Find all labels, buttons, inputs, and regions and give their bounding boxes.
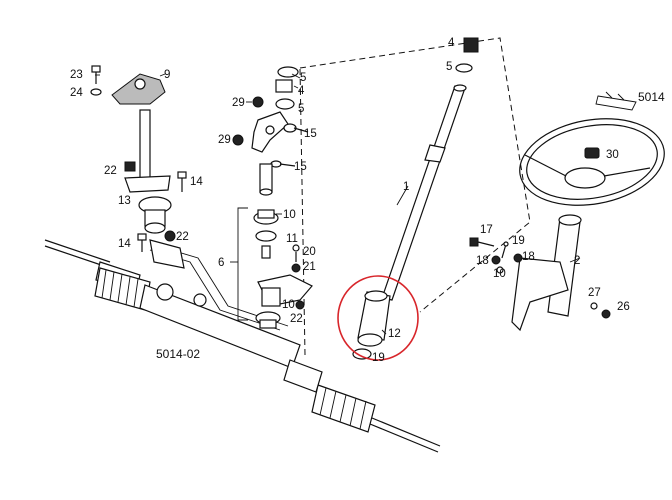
steering-rack	[44, 239, 441, 453]
callout-23-box: 22	[104, 165, 117, 177]
callout-18-right: 18	[522, 251, 535, 263]
part-29-nut-upper	[252, 96, 264, 108]
part-14-bolt-upper	[283, 123, 309, 133]
part-13-column-bushing	[357, 290, 391, 347]
callout-21: 20	[303, 246, 316, 258]
part-29-nut-lower	[232, 134, 244, 146]
callout-11: 9	[164, 69, 170, 81]
part-10-washer	[292, 244, 300, 252]
callout-10: 11	[286, 233, 298, 245]
part-shaft-sleeve	[259, 163, 273, 196]
callout-4-top: 5	[300, 72, 306, 84]
group-code-5014-02: 5014-02	[156, 347, 200, 361]
callout-25: 24	[70, 87, 83, 99]
part-6-bracket	[257, 274, 313, 307]
callout-29-upper: 29	[232, 97, 245, 109]
part-1-steering-column	[381, 84, 467, 301]
callout-13: 12	[388, 328, 401, 340]
group-5014-reference-icon	[595, 91, 637, 111]
callout-15: 13	[118, 195, 131, 207]
callout-27: 27	[588, 287, 601, 299]
part-25-washer	[90, 88, 102, 96]
item-6-group-bracket	[230, 207, 248, 321]
part-3-bushing	[275, 79, 293, 93]
part-20-seal	[352, 348, 372, 360]
part-16-bolt-upper	[177, 171, 187, 192]
part-11-mount-cover	[111, 73, 166, 105]
callout-4-column: 5	[446, 61, 452, 73]
callout-17: 17	[480, 224, 493, 236]
callout-3-center: 4	[298, 85, 305, 97]
callout-23-bracket: 22	[290, 313, 303, 325]
steering-wheel	[519, 118, 665, 206]
part-10-pin	[261, 245, 271, 259]
part-5-universal-joint	[251, 111, 289, 153]
callout-4-mid: 5	[298, 103, 304, 115]
callout-9-upper: 10	[283, 209, 296, 221]
part-12-washer	[496, 266, 504, 274]
part-2-column-support	[511, 214, 582, 332]
part-22-nut	[291, 263, 301, 273]
callout-26: 26	[617, 301, 630, 313]
callout-12: 10	[493, 268, 506, 280]
callout-22: 21	[303, 261, 316, 273]
part-23-nut-lower	[164, 230, 176, 242]
steering-box-shaft	[124, 109, 171, 193]
part-4-column-seal	[455, 63, 473, 73]
leader-lines	[95, 73, 581, 335]
callout-23-box-lower: 22	[176, 231, 189, 243]
group-code-5014: 5014	[638, 90, 665, 104]
callout-16-box-upper: 14	[190, 176, 203, 188]
callout-3-column: 4	[448, 37, 455, 49]
callout-24: 23	[70, 69, 83, 81]
callout-16-box-lower: 14	[118, 238, 131, 250]
part-15-bushing	[138, 196, 172, 234]
callout-2: 2	[574, 255, 580, 267]
callout-14-lower: 15	[294, 161, 307, 173]
part-23-nut-upper	[124, 161, 136, 172]
part-3-column-cap	[463, 37, 479, 53]
part-9-bushing-lower	[255, 311, 281, 329]
callout-6: 6	[218, 257, 224, 269]
part-16-bolt-lower	[137, 233, 147, 252]
part-26-nut	[601, 309, 611, 319]
part-4-seal-mid	[275, 98, 295, 110]
part-24-bolt	[91, 65, 101, 84]
part-ring-seal	[255, 230, 277, 242]
part-17-bolt	[469, 237, 495, 247]
rack-boot-right	[311, 384, 376, 433]
callout-9-lower: 10	[282, 299, 295, 311]
part-18-nut-left	[491, 255, 501, 265]
callout-29-lower: 29	[218, 134, 231, 146]
highlighted-part-13-circle	[337, 275, 419, 361]
callout-19: 19	[512, 235, 525, 247]
part-19-bolt	[501, 241, 509, 259]
callout-30: 30	[606, 149, 619, 161]
part-9-bushing-upper	[253, 209, 279, 225]
part-23-nut-bracket	[295, 300, 305, 310]
callout-1: 1	[403, 181, 409, 193]
callout-18-left: 18	[476, 255, 489, 267]
part-27-washer	[590, 302, 598, 310]
callout-20: 19	[372, 352, 385, 364]
steering-column-group-frame	[299, 37, 531, 356]
callout-labels: 23 24 9 22 14 13 14 22 5 4 29 5 15 29 15…	[70, 37, 665, 364]
part-18-nut-right	[513, 253, 523, 263]
part-14-bolt-lower	[270, 160, 296, 168]
part-30-horn-button	[584, 147, 600, 159]
callout-14-upper: 15	[304, 128, 317, 140]
